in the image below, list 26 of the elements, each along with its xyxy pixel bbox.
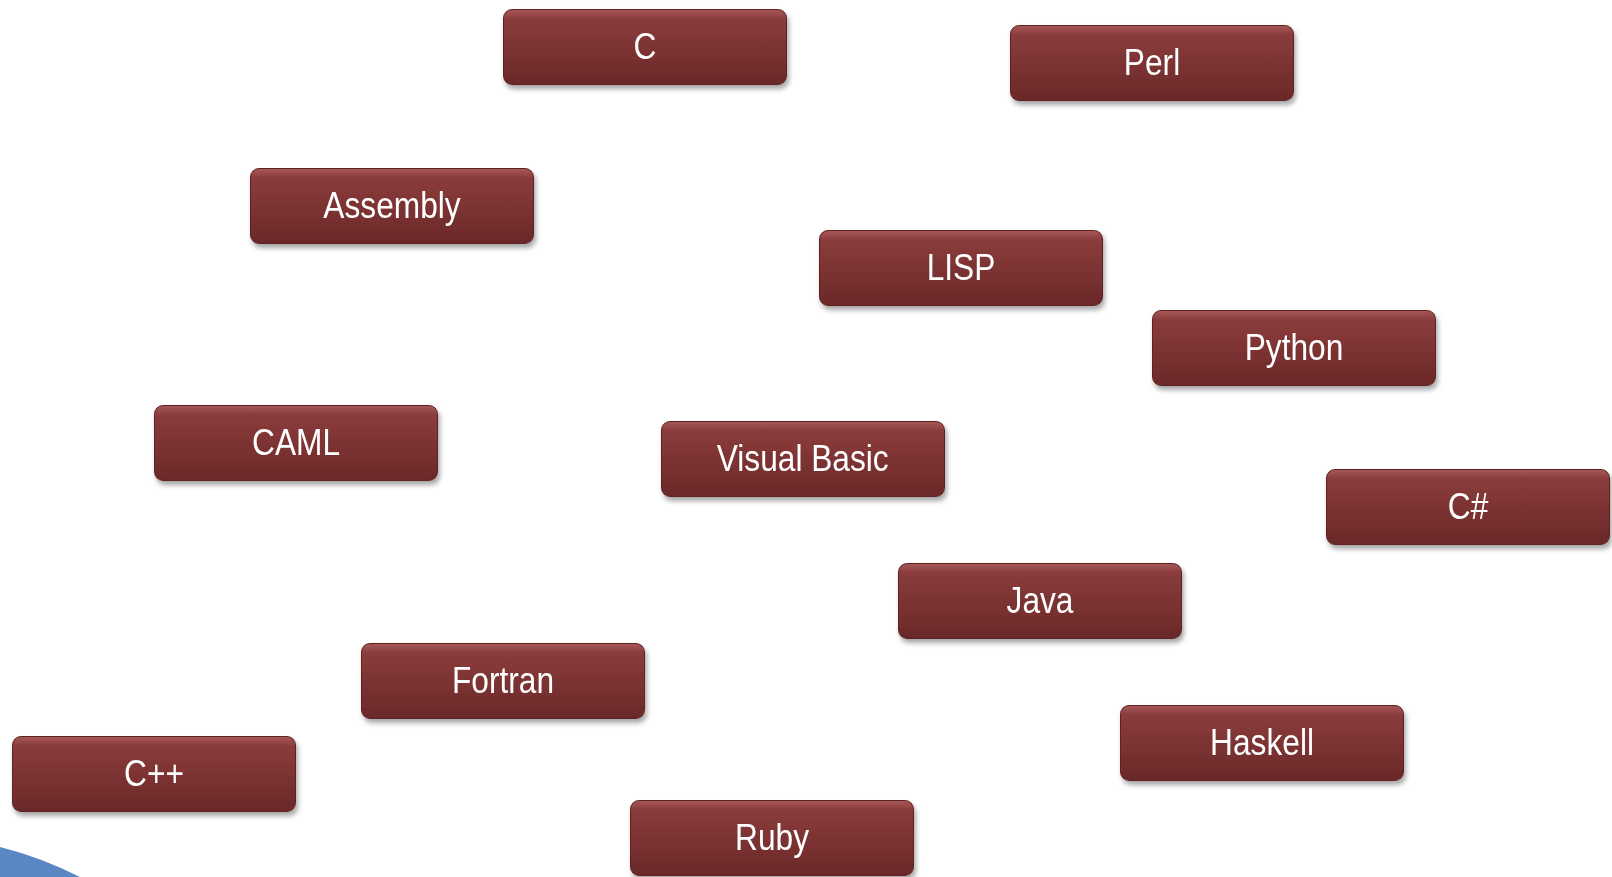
language-box — [819, 230, 1103, 306]
language-name: Visual Basic — [717, 438, 889, 480]
language-box — [630, 800, 914, 876]
language-box — [12, 736, 296, 812]
language-name: CAML — [252, 422, 340, 464]
language-name: Ruby — [735, 817, 809, 859]
language-name: Java — [1006, 580, 1074, 622]
language-box — [361, 643, 645, 719]
language-name: C++ — [124, 753, 184, 795]
language-box — [1010, 25, 1294, 101]
language-name: Fortran — [451, 660, 555, 702]
language-box — [1120, 705, 1404, 781]
language-name: C# — [1447, 486, 1489, 528]
language-name: Perl — [1123, 42, 1181, 84]
language-name: Haskell — [1210, 722, 1314, 764]
language-box — [503, 9, 787, 85]
language-box — [1152, 310, 1436, 386]
language-box — [154, 405, 438, 481]
language-name: LISP — [926, 247, 996, 289]
language-box — [898, 563, 1182, 639]
language-name: C — [633, 26, 657, 68]
language-box — [250, 168, 534, 244]
language-name: Assembly — [323, 185, 461, 227]
language-box — [661, 421, 945, 497]
language-box — [1326, 469, 1610, 545]
language-name: Python — [1244, 327, 1344, 369]
